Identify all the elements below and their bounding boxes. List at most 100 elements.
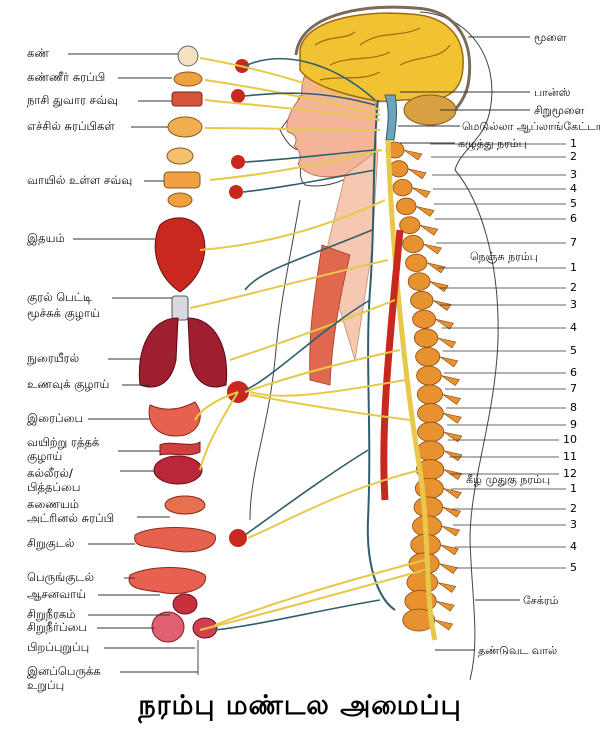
pancreas-organ [164, 495, 206, 515]
salivary-organ [167, 116, 203, 138]
label-lungs: நுரையீரல் [27, 351, 80, 365]
salivary-organ-2 [166, 147, 194, 165]
vertebra-process [426, 262, 446, 274]
label-abdominal-vessels-2: குழாய் [27, 449, 63, 463]
label-pancreas: கணையம் [27, 497, 79, 511]
thoracic-number: 10 [563, 433, 577, 446]
thoracic-number: 1 [570, 261, 577, 274]
mouth-organ [163, 171, 201, 189]
vertebra [416, 384, 443, 405]
vertebra-process [403, 149, 423, 161]
label-larynx: குரல் பெட்டி [27, 290, 93, 304]
nasal-organ [171, 91, 203, 107]
small-organ [167, 192, 193, 208]
organ-column [128, 45, 228, 643]
vertebra-process [443, 488, 462, 499]
lumbar-number: 3 [570, 518, 577, 531]
vertebra [405, 253, 428, 272]
label-medulla: மெடுல்லா ஆப்லாங்கேட்டா [462, 120, 600, 133]
vertebra-process [436, 600, 455, 612]
thoracic-number: 7 [570, 382, 577, 395]
colon-organ [128, 567, 206, 595]
vertebra-process [435, 318, 455, 330]
vertebra [407, 272, 431, 291]
arm-muscle [309, 244, 351, 386]
label-heart: இதயம் [27, 231, 65, 245]
label-rectum: ஆசனவாய் [27, 587, 86, 601]
vertebra [410, 291, 434, 310]
thoracic-number: 11 [563, 450, 577, 463]
label-tear-gland: கண்ணீர் சுரப்பி [27, 70, 106, 84]
vertebra-process [442, 394, 462, 405]
label-salivary-glands: எச்சில் சுரப்பிகள் [27, 119, 115, 133]
larynx-organ [171, 295, 189, 321]
thoracic-number: 9 [570, 418, 577, 431]
vertebra [417, 421, 445, 443]
thoracic-number: 6 [570, 366, 577, 379]
vertebra-process [437, 582, 457, 593]
vertebra-process [429, 281, 449, 293]
label-reproductive: இனப்பெருக்க [27, 664, 101, 678]
label-eye: கண் [27, 46, 49, 60]
vertebra-process [439, 356, 459, 368]
cervical-number: 4 [570, 182, 577, 195]
cervical-number: 5 [570, 197, 577, 210]
cervical-number: 1 [570, 137, 577, 150]
bladder-organ [151, 611, 185, 643]
cervical-number: 3 [570, 168, 577, 181]
vertebra [412, 309, 437, 329]
vertebra-process [407, 168, 427, 180]
label-bladder: சிறுநீர்ப்பை [27, 620, 87, 634]
vertebra-process [442, 506, 462, 518]
brainstem [384, 94, 398, 141]
eye-organ [177, 45, 199, 67]
label-thoracic-nerves: நெஞ்சு நரம்பு [470, 250, 538, 263]
lumbar-number: 4 [570, 540, 577, 553]
leader-lines [68, 36, 530, 675]
thoracic-number: 2 [570, 281, 577, 294]
vertebra-process [443, 412, 462, 424]
label-pons: பான்ஸ் [534, 86, 571, 99]
kidney-organ [172, 593, 198, 615]
label-mouth-membrane: வாயில் உள்ள சவ்வு [27, 173, 133, 187]
lumbar-number: 1 [570, 482, 577, 495]
thoracic-number: 12 [563, 467, 577, 480]
vertebra [396, 197, 417, 216]
label-cervical-nerves: கழுத்து நரம்பு [458, 137, 527, 150]
intestine-organ [134, 527, 216, 553]
label-brain: மூளை [534, 31, 567, 44]
lumbar-number: 5 [570, 561, 577, 574]
vertebra-process [443, 431, 463, 443]
liver-organ [153, 455, 203, 485]
label-trachea: மூச்சுக் குழாய் [27, 306, 100, 320]
brain [299, 12, 464, 103]
label-nasal-membrane: நாசி துவார சவ்வு [27, 93, 119, 107]
label-abdominal-vessels: வயிற்று ரத்தக் [27, 435, 100, 449]
label-stomach: இரைப்பை [27, 411, 84, 425]
vertebra-process [441, 375, 460, 387]
vertebra [406, 571, 439, 594]
tear-gland-organ [173, 71, 203, 87]
label-liver: கல்லீரல்/ [27, 466, 73, 480]
sympathetic-chain [366, 99, 396, 611]
vertebra [402, 234, 424, 253]
vertebra-process [440, 544, 460, 556]
label-gallbladder: பித்தப்பை [27, 480, 81, 494]
vertebra-process [419, 224, 439, 236]
vertebra [416, 440, 445, 462]
label-sacrum: சேக்ரம் [523, 594, 559, 607]
vertebra [416, 365, 442, 386]
lumbar-number: 2 [570, 502, 577, 515]
spinal-cord [385, 139, 438, 641]
page-title: நரம்பு மண்டல அமைப்பு [138, 690, 462, 721]
thoracic-number: 4 [570, 321, 577, 334]
thoracic-number: 5 [570, 344, 577, 357]
thoracic-number: 3 [570, 298, 577, 311]
vertebra-process [443, 450, 463, 462]
label-cerebellum: சிறுமூளை [534, 104, 585, 117]
vertebra-process [415, 206, 435, 217]
vertebra-process [443, 469, 463, 481]
spinal-nerve-leaders [430, 143, 566, 569]
ganglia [227, 59, 249, 547]
vertebra-process [423, 243, 443, 255]
